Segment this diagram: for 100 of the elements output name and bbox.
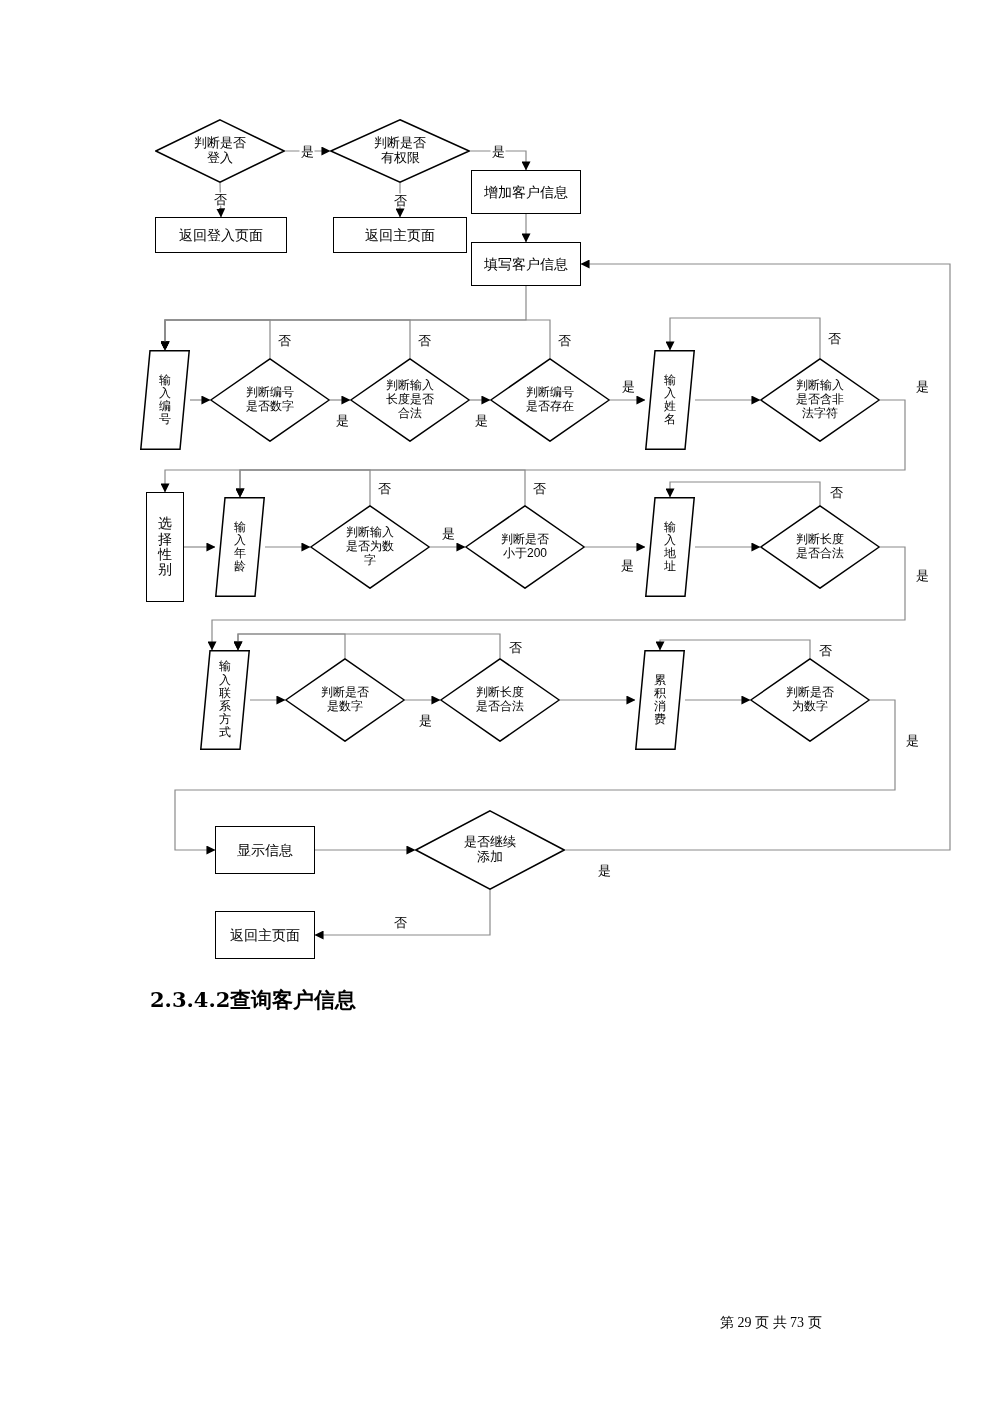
decision-diamond (760, 505, 880, 589)
decision-diamond (440, 658, 560, 742)
section-heading: 2.3.4.2查询客户信息 (150, 986, 357, 1014)
edge-label: 否 (276, 333, 292, 347)
node-text: 判断是否有权限 (373, 136, 427, 166)
node-text: 判断编号是否存在 (525, 386, 575, 414)
flow-arrow (584, 542, 646, 552)
flow-arrow (160, 399, 906, 493)
decision-diamond (750, 658, 870, 742)
edge-label: 否 (828, 485, 844, 499)
flow-arrow (609, 395, 646, 405)
edge-label: 否 (556, 333, 572, 347)
edge-label: 否 (212, 192, 228, 206)
process-box (471, 242, 581, 286)
flow-arrow (174, 699, 896, 855)
decision-diamond (760, 358, 880, 442)
process-box (146, 492, 184, 602)
node-text: 判断编号是否数字 (245, 386, 295, 414)
input-parallelogram (635, 650, 685, 750)
edge-label: 是 (490, 144, 506, 158)
flow-arrow (684, 695, 751, 705)
decision-diamond (465, 505, 585, 589)
edge-label: 是 (417, 713, 433, 727)
decision-diamond (155, 119, 285, 183)
process-box (155, 217, 287, 253)
flow-arrow (665, 481, 821, 506)
decision-diamond (415, 810, 565, 890)
node-text: 输入编号 (159, 373, 171, 427)
node-text: 判断输入是否为数字 (345, 526, 395, 568)
node-text: 累积消费 (654, 673, 666, 727)
flow-arrow (314, 845, 416, 855)
process-box (471, 170, 581, 214)
node-text: 输入年龄 (234, 520, 246, 574)
input-parallelogram (140, 350, 190, 450)
input-parallelogram (200, 650, 250, 750)
flow-arrow (429, 542, 466, 552)
input-parallelogram (645, 497, 695, 597)
edge-label: 否 (531, 481, 547, 495)
node-text: 增加客户信息 (484, 183, 568, 201)
node-text: 判断是否登入 (193, 136, 247, 166)
node-text: 返回登入页面 (179, 226, 263, 244)
flow-arrow (665, 317, 821, 359)
decision-diamond (285, 658, 405, 742)
edge-label: 否 (376, 481, 392, 495)
edge-label: 是 (473, 413, 489, 427)
node-text: 判断长度是否合法 (475, 686, 525, 714)
flow-arrow (207, 546, 906, 651)
node-text: 输入地址 (664, 520, 676, 574)
flow-arrow (329, 395, 351, 405)
flow-arrow (694, 395, 761, 405)
node-text: 判断输入长度是否合法 (385, 379, 435, 421)
edge-label: 是 (620, 379, 636, 393)
node-text: 判断输入是否含非法字符 (795, 379, 845, 421)
node-text: 选择性别 (158, 516, 172, 578)
edge-label: 是 (334, 413, 350, 427)
edge-label: 是 (440, 526, 456, 540)
flow-arrow (694, 542, 761, 552)
process-box (215, 826, 315, 874)
input-parallelogram (645, 350, 695, 450)
edge-label: 否 (507, 640, 523, 654)
edge-label: 否 (826, 331, 842, 345)
node-text: 输入姓名 (664, 373, 676, 427)
flow-arrow (564, 259, 951, 851)
flow-arrow (404, 695, 441, 705)
decision-diamond (210, 358, 330, 442)
edge-label: 是 (619, 558, 635, 572)
flow-arrow (183, 542, 216, 552)
flow-arrow (233, 633, 501, 659)
flow-arrow (314, 889, 491, 940)
decision-diamond (310, 505, 430, 589)
node-text: 返回主页面 (365, 226, 435, 244)
edge-label: 是 (596, 863, 612, 877)
node-text: 填写客户信息 (484, 255, 568, 273)
flow-arrow (469, 395, 491, 405)
edge-label: 否 (392, 193, 408, 207)
flow-arrow (559, 695, 636, 705)
flow-arrow (249, 695, 286, 705)
edge-label: 是 (914, 568, 930, 582)
edge-label: 否 (416, 333, 432, 347)
flow-arrow (655, 639, 811, 659)
process-box (333, 217, 467, 253)
edge-label: 是 (914, 379, 930, 393)
node-text: 判断长度是否合法 (795, 533, 845, 561)
input-parallelogram (215, 497, 265, 597)
flow-arrow (160, 319, 551, 359)
edge-label: 是 (299, 144, 315, 158)
flow-arrow (235, 469, 526, 506)
node-text: 返回主页面 (230, 926, 300, 944)
edge-label: 否 (817, 643, 833, 657)
flow-arrow (189, 395, 211, 405)
node-text: 显示信息 (237, 841, 293, 859)
decision-diamond (330, 119, 470, 183)
node-text: 判断是否小于200 (500, 533, 550, 561)
decision-diamond (350, 358, 470, 442)
edge-label: 是 (904, 733, 920, 747)
flow-arrow (264, 542, 311, 552)
page-footer: 第 29 页 共 73 页 (720, 1312, 822, 1333)
process-box (215, 911, 315, 959)
node-text: 判断是否是数字 (320, 686, 370, 714)
edge-label: 否 (392, 915, 408, 929)
